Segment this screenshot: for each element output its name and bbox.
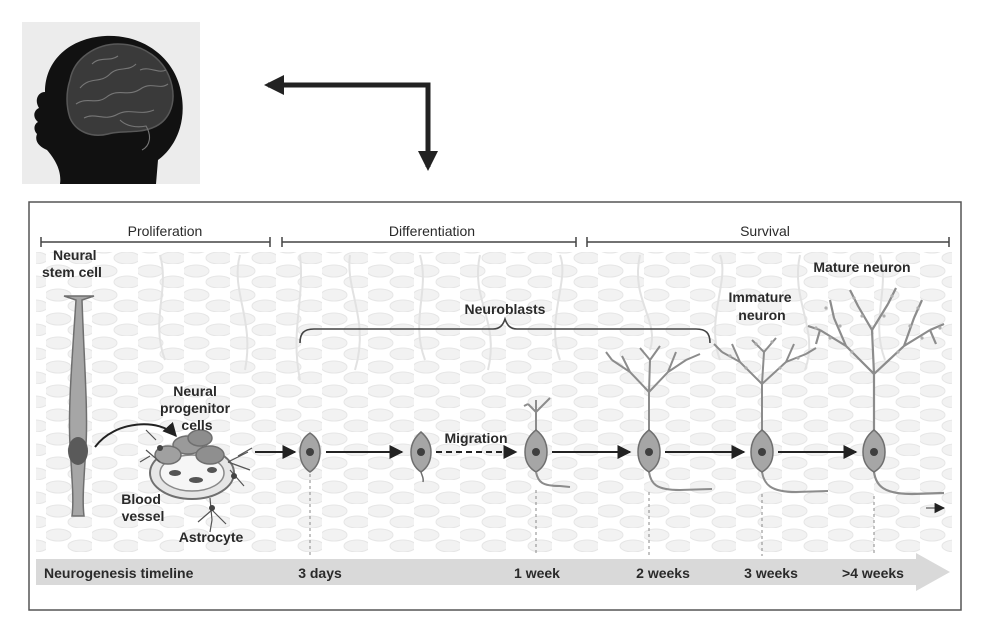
timeline-title: Neurogenesis timeline <box>44 565 194 581</box>
label-migration: Migration <box>445 430 508 446</box>
label-mature-neuron: Mature neuron <box>813 259 910 275</box>
division-arrow <box>94 421 177 448</box>
neural-stem-cell: Neural stem cell <box>42 247 102 517</box>
phase-bracket-survival: Survival <box>586 223 950 247</box>
neuroblasts-brace: Neuroblasts <box>299 301 711 344</box>
timeline-tick-2-weeks: 2 weeks <box>636 565 690 581</box>
svg-text:Blood vessel: Blood vessel <box>121 491 165 524</box>
label-progenitor-2: progenitor <box>160 400 231 416</box>
neuroblast-1 <box>299 432 321 473</box>
label-immature-1: Immature <box>729 289 792 305</box>
mature-neuron <box>807 287 946 514</box>
child-head-silhouette-with-brain-icon <box>22 22 200 184</box>
label-blood-vessel-1: Blood <box>121 491 161 507</box>
label-progenitor-3: cells <box>181 417 212 433</box>
phase-label-survival: Survival <box>740 223 790 239</box>
neural-progenitor-cluster <box>139 429 253 533</box>
svg-text:Neural stem cell: Neural stem cell <box>42 247 102 280</box>
label-neuroblasts: Neuroblasts <box>465 301 546 317</box>
label-neural-stem-cell-2: stem cell <box>42 264 102 280</box>
phase-label-proliferation: Proliferation <box>128 223 203 239</box>
timeline-tick-3-days: 3 days <box>298 565 342 581</box>
neurogenesis-timeline: Neurogenesis timeline 3 days 1 week 2 we… <box>36 553 950 591</box>
phase-bracket-differentiation: Differentiation <box>281 223 577 247</box>
timeline-tick-3-weeks: 3 weeks <box>744 565 798 581</box>
label-immature-2: neuron <box>738 307 785 323</box>
timeline-guides <box>309 474 875 556</box>
svg-text:Neural progenitor: Neural progenitor cells <box>160 383 234 433</box>
svg-text:Immature neuron: Immature neuron <box>729 289 796 323</box>
elbow-arrow-icon <box>264 75 438 171</box>
label-progenitor-1: Neural <box>173 383 217 399</box>
label-neural-stem-cell-1: Neural <box>53 247 97 263</box>
diagram-panel: Proliferation Differentiation Survival N… <box>28 201 962 611</box>
label-blood-vessel-2: vessel <box>122 508 165 524</box>
phase-label-differentiation: Differentiation <box>389 223 475 239</box>
neuroblast-2 <box>410 431 432 483</box>
immature-neuron-2-weeks <box>605 345 713 492</box>
label-astrocyte: Astrocyte <box>179 529 244 545</box>
neuroblast-3 <box>523 397 571 488</box>
timeline-tick-1-week: 1 week <box>514 565 560 581</box>
immature-neuron-3-weeks <box>713 337 829 494</box>
timeline-tick-4-weeks: >4 weeks <box>842 565 904 581</box>
phase-bracket-proliferation: Proliferation <box>40 223 271 247</box>
